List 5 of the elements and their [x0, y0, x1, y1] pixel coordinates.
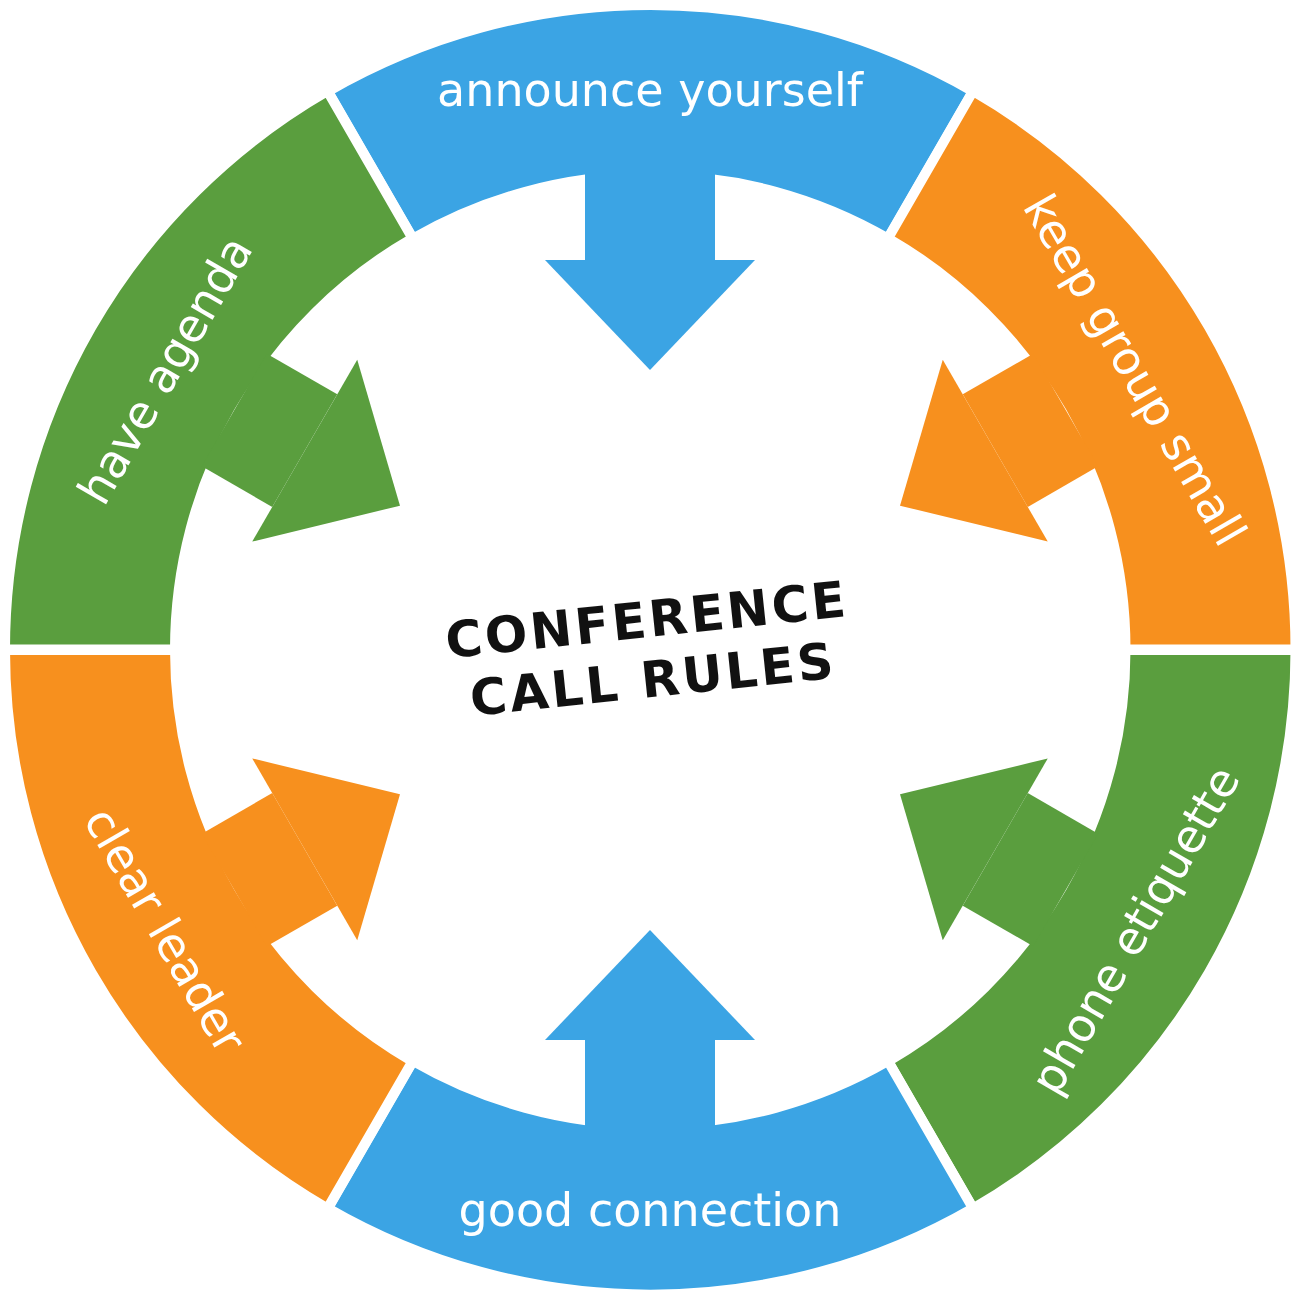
arrow: [545, 170, 755, 370]
arrow: [545, 930, 755, 1130]
segment-label: announce yourself: [437, 63, 863, 117]
segment-label: good connection: [458, 1183, 842, 1237]
center-label: CONFERENCE CALL RULES: [442, 569, 853, 730]
